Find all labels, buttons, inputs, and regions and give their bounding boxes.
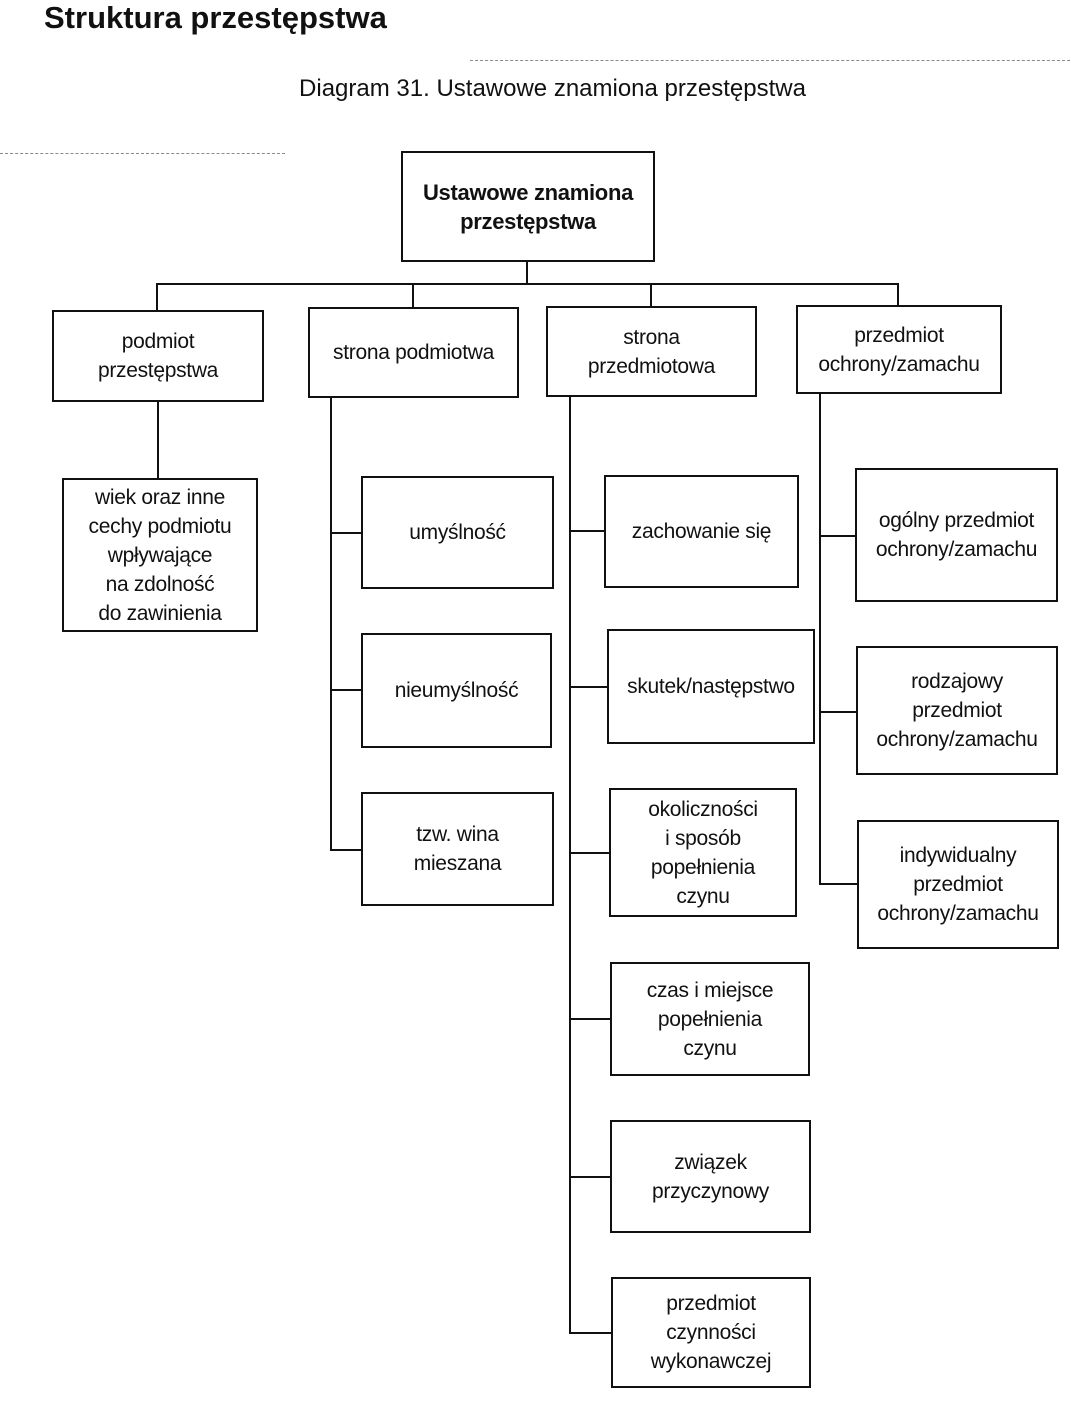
node-zwiazek-przyczynowy: związek przyczynowy [610, 1120, 811, 1233]
branch-strona-podmiotowa-label: strona podmiotwa [333, 341, 494, 364]
node-wina-mieszana-label: tzw. wina mieszana [413, 823, 502, 875]
node-umyslnosc: umyślność [361, 476, 554, 589]
node-okolicznosci-sposob: okoliczności i sposób popełnienia czynu [609, 788, 797, 917]
node-przedmiot-czynnosci-wykonawczej: przedmiot czynności wykonawczej [611, 1277, 811, 1388]
node-wiek-cechy-podmiotu: wiek oraz inne cechy podmiotu wpływające… [62, 478, 258, 632]
node-wiek-cechy-podmiotu-label: wiek oraz inne cechy podmiotu wpływające… [88, 485, 232, 625]
node-czas-miejsce-label: czas i miejsce popełnienia czynu [646, 978, 774, 1060]
node-rodzajowy-przedmiot-label: rodzajowy przedmiot ochrony/zamachu [876, 670, 1038, 751]
branch-podmiot-label: podmiot przestępstwa [97, 330, 219, 382]
node-indywidualny-przedmiot: indywidualny przedmiot ochrony/zamachu [857, 820, 1059, 949]
root-node: Ustawowe znamiona przestępstwa [401, 151, 655, 262]
node-zachowanie-sie: zachowanie się [604, 475, 799, 588]
node-indywidualny-przedmiot-label: indywidualny przedmiot ochrony/zamachu [877, 844, 1039, 925]
top-divider [470, 60, 1070, 61]
root-node-label: Ustawowe znamiona przestępstwa [422, 179, 634, 234]
branch-strona-przedmiotowa-label: strona przedmiotowa [587, 325, 716, 378]
node-nieumyslnosc: nieumyślność [361, 633, 552, 748]
node-ogolny-przedmiot-label: ogólny przedmiot ochrony/zamachu [875, 509, 1038, 561]
branch-podmiot: podmiot przestępstwa [52, 310, 264, 402]
branch-strona-przedmiotowa: strona przedmiotowa [546, 306, 757, 397]
node-umyslnosc-label: umyślność [409, 521, 506, 544]
branch-przedmiot-ochrony: przedmiot ochrony/zamachu [796, 305, 1002, 394]
diagram-caption: Diagram 31. Ustawowe znamiona przestępst… [299, 75, 806, 102]
node-zachowanie-sie-label: zachowanie się [631, 520, 772, 543]
node-czas-miejsce: czas i miejsce popełnienia czynu [610, 962, 810, 1076]
branch-przedmiot-ochrony-label: przedmiot ochrony/zamachu [818, 323, 980, 376]
node-ogolny-przedmiot: ogólny przedmiot ochrony/zamachu [855, 468, 1058, 602]
node-wina-mieszana: tzw. wina mieszana [361, 792, 554, 906]
node-skutek-nastepstwo: skutek/następstwo [607, 629, 815, 744]
node-okolicznosci-sposob-label: okoliczności i sposób popełnienia czynu [648, 797, 758, 908]
branch-strona-podmiotowa: strona podmiotwa [308, 307, 519, 398]
page-title: Struktura przestępstwa [44, 0, 387, 35]
node-rodzajowy-przedmiot: rodzajowy przedmiot ochrony/zamachu [856, 646, 1058, 775]
node-nieumyslnosc-label: nieumyślność [394, 679, 519, 702]
node-przedmiot-czynnosci-wykonawczej-label: przedmiot czynności wykonawczej [650, 1292, 772, 1373]
left-divider [0, 153, 285, 154]
node-zwiazek-przyczynowy-label: związek przyczynowy [652, 1150, 769, 1203]
node-skutek-nastepstwo-label: skutek/następstwo [627, 675, 795, 698]
